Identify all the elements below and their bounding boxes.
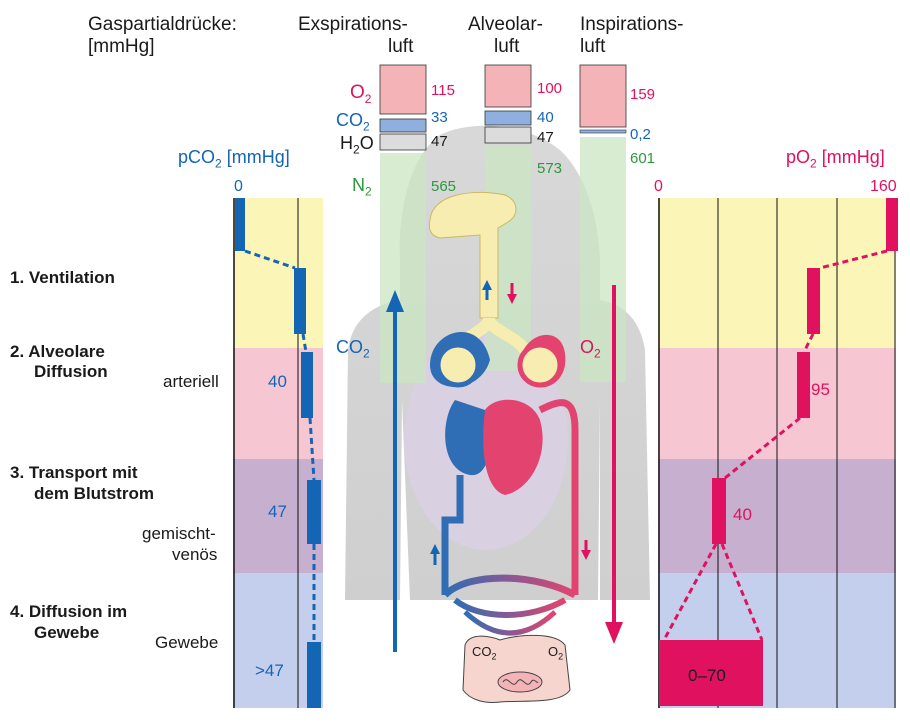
po2-arterial-value: 95: [811, 380, 830, 399]
stage-alveolar-diffusion-line2: Diffusion: [34, 362, 108, 381]
po2-axis-zero: 0: [654, 178, 663, 195]
stage-tissue-diffusion: 4. Diffusion im: [10, 602, 128, 621]
inspiration-column: [579, 64, 627, 382]
po2-bar-arterial: [797, 352, 810, 418]
stage-ventilation: 1. Ventilation: [10, 268, 115, 287]
po2-bars: [659, 198, 898, 706]
pco2-bands: [233, 198, 323, 708]
pco2-bar-alveolar: [294, 268, 306, 334]
expiration-n2-value: 565: [431, 178, 457, 195]
inspiration-n2-value: 601: [630, 150, 656, 167]
tissue-cell: [462, 634, 571, 703]
po2-axis-label: pO2 [mmHg]: [786, 147, 885, 171]
co2-flow-label: CO2: [336, 337, 370, 361]
o2-flow-label: O2: [580, 337, 601, 361]
pco2-axis-zero: 0: [234, 178, 243, 195]
po2-bar-inspired: [886, 198, 898, 251]
circulation: [430, 332, 579, 636]
alveolar-o2-value: 100: [537, 80, 563, 97]
pco2-bars: [235, 198, 321, 708]
po2-bands: [658, 198, 896, 708]
expiration-h2o-value: 47: [431, 133, 448, 150]
stage-transport-line2: dem Blutstrom: [34, 484, 154, 503]
pco2-band-ventilation: [233, 198, 323, 348]
pco2-bar-arterial: [301, 352, 313, 418]
pco2-bar-tissue: [307, 642, 321, 708]
alveolar-n2-value: 573: [537, 160, 563, 177]
gas-pressures-unit: [mmHg]: [88, 36, 155, 57]
po2-tissue-value: 0–70: [688, 666, 726, 685]
pco2-bar-mixed: [307, 480, 321, 544]
pco2-tissue-value: >47: [255, 661, 284, 680]
expiration-co2-value: 33: [431, 109, 448, 126]
alveolar-title: Alveolar-: [468, 14, 543, 35]
pco2-bar-inspired: [235, 198, 245, 251]
inspiration-co2-value: 0,2: [630, 126, 651, 143]
po2-bar-mixed: [712, 478, 726, 544]
tissue-co2-label: CO2: [472, 644, 497, 662]
inspiration-o2-value: 159: [630, 86, 656, 103]
o2-down-arrow-head: [605, 622, 623, 644]
flow-arrows: [386, 280, 623, 652]
expiration-o2-value: 115: [431, 82, 455, 99]
arterial-label: arteriell: [163, 372, 219, 391]
po2-bar-tissue: [659, 640, 763, 706]
co2-up-arrow-head: [386, 290, 404, 312]
inspiration-title: Inspirations-: [580, 14, 684, 35]
expiration-title: Exspirations-: [298, 14, 408, 35]
stage-alveolar-diffusion: 2. Alveolare: [10, 342, 105, 361]
pco2-axis-label: pCO2 [mmHg]: [178, 147, 290, 171]
mixed-venous-label: gemischt-: [142, 524, 216, 543]
expiration-column: [379, 64, 427, 383]
pco2-arterial-value: 40: [268, 372, 287, 391]
po2-mixed-value: 40: [733, 505, 752, 524]
mixed-venous-label-line2: venös: [172, 545, 218, 564]
inspiration-title-line2: luft: [580, 36, 606, 57]
alveolar-h2o-value: 47: [537, 129, 554, 146]
gas-pressures-title: Gaspartialdrücke:: [88, 14, 237, 35]
tissue-o2-label: O2: [548, 644, 564, 662]
h2o-row-label: H2O: [340, 133, 374, 157]
alveolar-co2-value: 40: [537, 109, 554, 126]
tissue-label: Gewebe: [155, 633, 219, 652]
n2-row-label: N2: [352, 175, 372, 199]
po2-axis-max: 160: [870, 178, 897, 195]
alveolar-title-line2: luft: [494, 36, 520, 57]
co2-row-label: CO2: [336, 110, 370, 134]
po2-bar-alveolar: [807, 268, 820, 334]
o2-row-label: O2: [350, 82, 372, 106]
pco2-mixed-value: 47: [268, 502, 287, 521]
stage-transport: 3. Transport mit: [10, 463, 138, 482]
stage-tissue-diffusion-line2: Gewebe: [34, 623, 100, 642]
expiration-title-line2: luft: [388, 36, 414, 57]
